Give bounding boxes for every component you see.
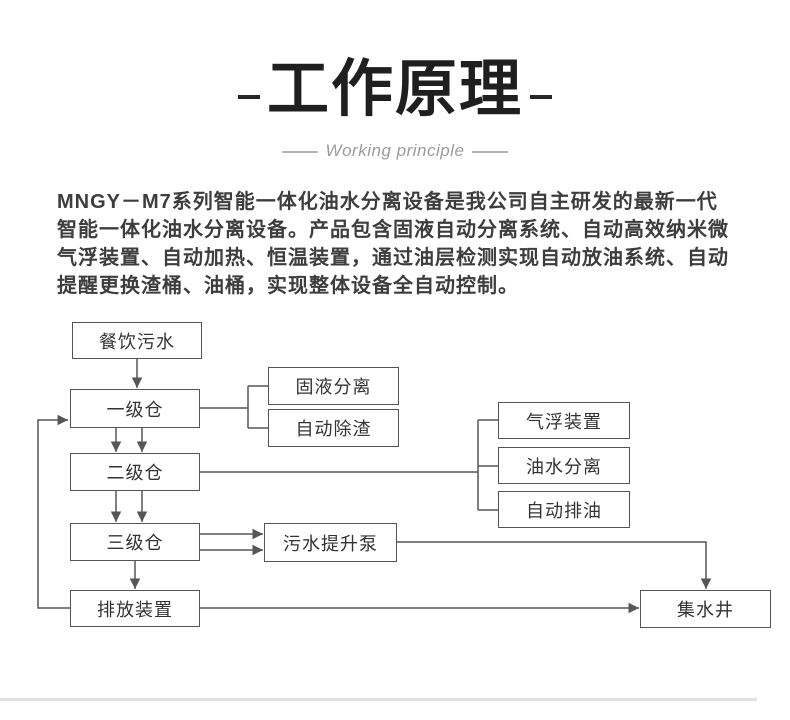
page-title: 工作原理 [266, 55, 523, 124]
flow-node-auto-deslagging: 自动除渣 [268, 409, 399, 447]
flow-node-catering-sewage: 餐饮污水 [72, 322, 202, 359]
title-decoration-left-line [238, 95, 260, 99]
title-decoration-right-line [530, 95, 552, 99]
flow-node-solid-liquid-separation: 固液分离 [268, 367, 399, 405]
flow-node-discharge-device: 排放装置 [70, 590, 200, 627]
flow-node-air-flotation: 气浮装置 [498, 402, 630, 439]
page-subtitle: Working principle [325, 141, 465, 160]
intro-line-3: 气浮装置、自动加热、恒温装置，通过油层检测实现自动放油系统、自动 [57, 247, 729, 269]
flow-node-stage2-tank: 二级仓 [70, 453, 200, 491]
intro-line-1: MNGY－M7系列智能一体化油水分离设备是我公司自主研发的最新一代 [57, 191, 718, 213]
bottom-divider [0, 698, 757, 701]
intro-line-2: 智能一体化油水分离设备。产品包含固液自动分离系统、自动高效纳米微 [57, 219, 729, 241]
subtitle-decoration-right-line [472, 151, 508, 153]
flow-node-auto-oil-discharge: 自动排油 [498, 491, 630, 528]
flow-node-oil-water-separation: 油水分离 [498, 447, 630, 484]
flow-node-stage1-tank: 一级仓 [70, 389, 200, 428]
subtitle-decoration-left-line [282, 151, 318, 153]
intro-paragraph: MNGY－M7系列智能一体化油水分离设备是我公司自主研发的最新一代 智能一体化油… [57, 188, 737, 300]
flow-node-stage3-tank: 三级仓 [70, 523, 200, 561]
flow-node-collecting-well: 集水井 [640, 590, 771, 628]
flow-node-sewage-lift-pump: 污水提升泵 [264, 523, 397, 562]
intro-line-4: 提醒更换渣桶、油桶，实现整体设备全自动控制。 [57, 275, 519, 297]
